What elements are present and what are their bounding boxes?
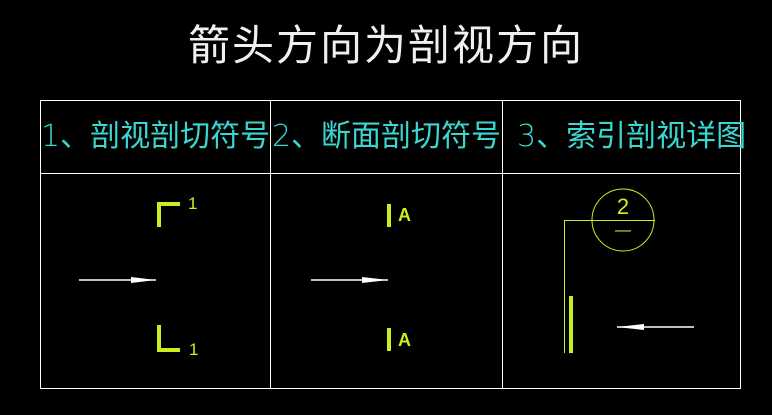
section-label-bottom: 1: [189, 340, 199, 359]
arrow-right-icon: [79, 277, 156, 283]
header-index-detail: 3、索引剖视详图: [517, 119, 747, 154]
section-cut-symbol-bottom: [157, 325, 180, 352]
cross-section-label-top: A: [398, 205, 411, 225]
header-section-cut-symbol: 1、剖视剖切符号: [41, 119, 271, 154]
detail-number-label: 2: [616, 194, 630, 219]
cross-section-label-bottom: A: [398, 330, 411, 350]
header-cross-section-symbol: 2、断面剖切符号: [271, 119, 502, 154]
index-circle-icon: [564, 188, 655, 353]
section-cut-symbol-top: [157, 202, 180, 227]
sheet-number-label: —: [615, 222, 631, 239]
diagram-title: 箭头方向为剖视方向: [187, 21, 584, 70]
arrow-left-icon: [617, 324, 694, 330]
arrow-right-icon: [311, 277, 388, 283]
section-label-top: 1: [188, 194, 198, 213]
